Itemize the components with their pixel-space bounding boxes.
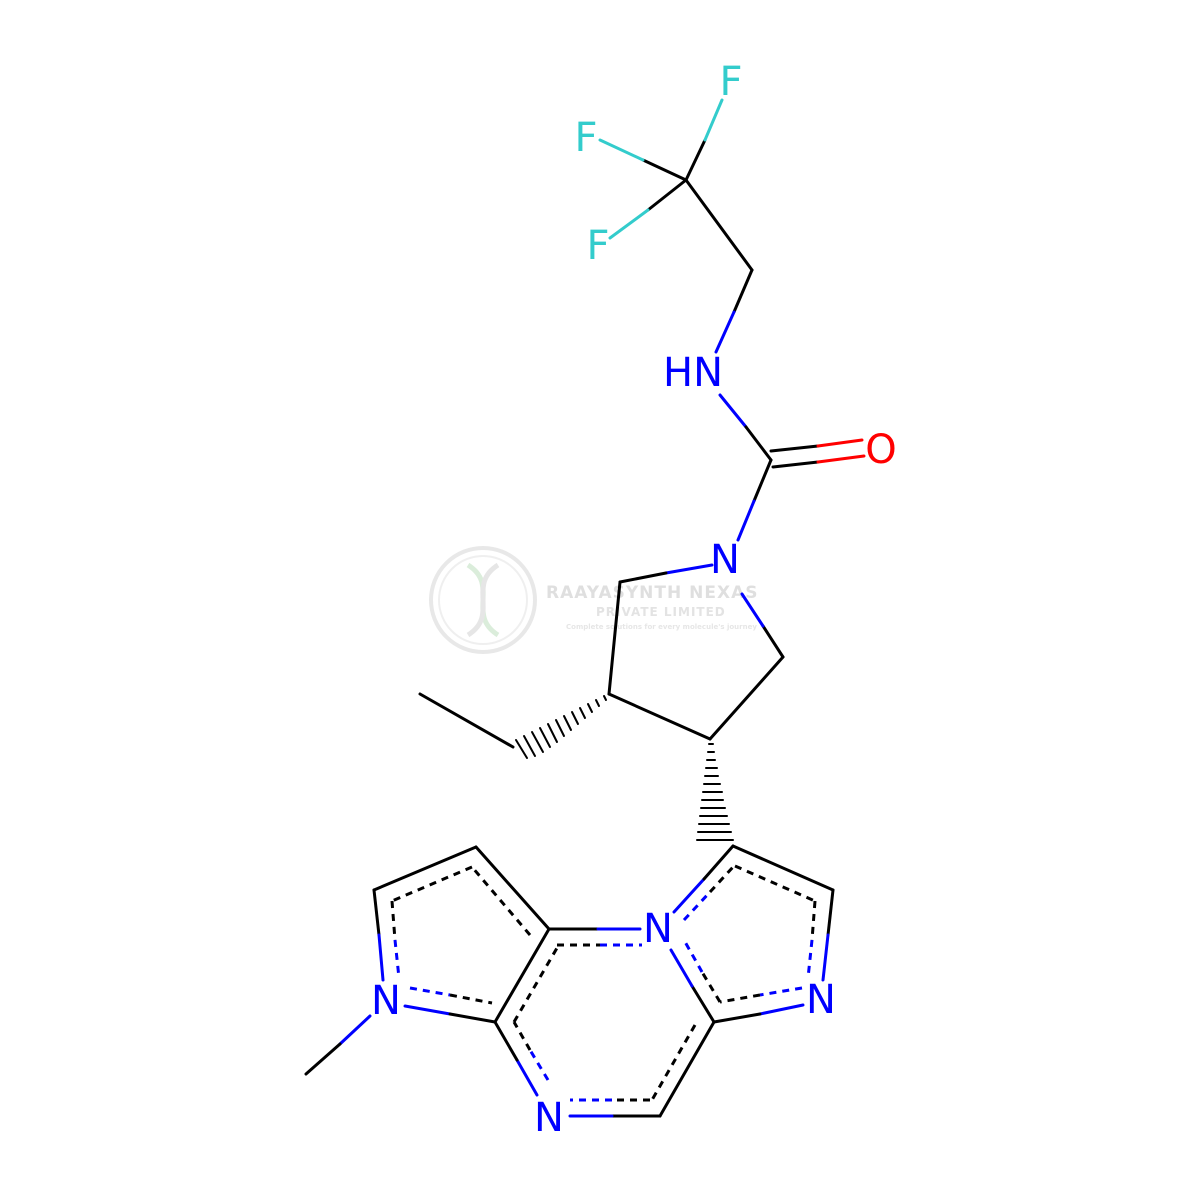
atom-pyrazine-nitrogen: N — [534, 1095, 564, 1141]
ethyl-group — [418, 692, 607, 759]
atom-oxygen: O — [865, 427, 896, 473]
pyrrolidine-ring — [607, 563, 785, 741]
n-methyl-group — [304, 1014, 372, 1076]
atom-fluorine-1: F — [719, 59, 742, 105]
atom-fluorine-2: F — [574, 115, 597, 161]
watermark-tagline: Complete solutions for every molecule's … — [566, 623, 757, 631]
pyrrole-aromatic — [390, 865, 532, 1005]
imidazole-ring — [669, 844, 835, 1024]
trifluoromethyl-group — [598, 98, 754, 272]
watermark-title: RAAYASYNTH NEXAS — [546, 583, 759, 603]
atom-methyl-nitrogen: N — [371, 978, 401, 1024]
pyrrole-ring — [372, 845, 551, 1024]
watermark-logo-icon — [429, 546, 537, 654]
stereo-bond — [696, 743, 734, 841]
atom-fluorine-3: F — [586, 223, 609, 269]
atom-bridge-nitrogen: N — [643, 906, 673, 952]
pyrazine-aromatic — [512, 943, 697, 1102]
atom-pyrrolidine-nitrogen: N — [710, 537, 740, 583]
imidazole-aromatic — [682, 864, 817, 1004]
atom-labels: F F F HN O N N N N N — [371, 59, 897, 1141]
atom-amide-nh: HN — [663, 350, 723, 396]
pyrazine-ring — [493, 927, 716, 1118]
watermark-subtitle: PRIVATE LIMITED — [596, 605, 726, 619]
atom-imidazole-nitrogen: N — [806, 977, 836, 1023]
amide-linker — [714, 268, 866, 542]
watermark: RAAYASYNTH NEXAS PRIVATE LIMITED Complet… — [429, 546, 759, 654]
